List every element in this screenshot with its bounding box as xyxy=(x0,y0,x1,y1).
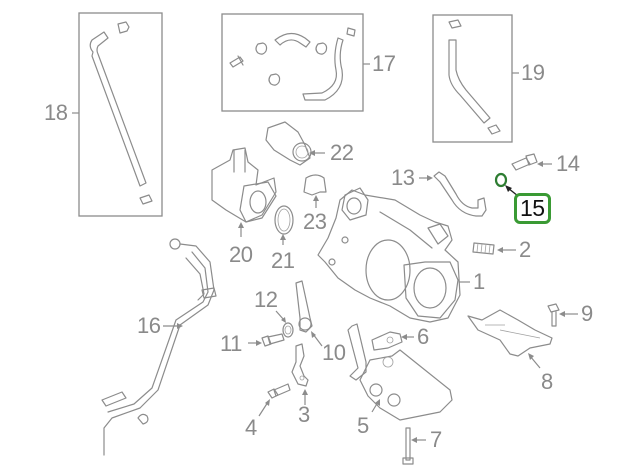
part-5-exhaust-manifold[interactable] xyxy=(347,323,453,421)
part-13-oil-feed-pipe[interactable] xyxy=(419,171,487,217)
callout-19[interactable]: 19 xyxy=(521,60,545,85)
callout-14[interactable]: 14 xyxy=(556,151,580,176)
callout-12[interactable]: 12 xyxy=(254,287,278,312)
callout-13[interactable]: 13 xyxy=(391,165,415,190)
part-2-stud[interactable] xyxy=(472,242,516,255)
callout-5[interactable]: 5 xyxy=(357,413,369,438)
part-6-gasket[interactable] xyxy=(371,331,414,351)
part-11-union-bolt[interactable] xyxy=(248,333,285,347)
part-3-bracket[interactable] xyxy=(291,343,309,405)
part-21-gasket-ring[interactable] xyxy=(274,205,294,245)
part-14-union-bolt[interactable] xyxy=(511,153,552,171)
callout-17[interactable]: 17 xyxy=(372,51,396,76)
callout-1[interactable]: 1 xyxy=(473,269,485,294)
callout-7[interactable]: 7 xyxy=(430,427,442,452)
part-15-o-ring[interactable] xyxy=(494,172,519,197)
callout-10[interactable]: 10 xyxy=(322,340,346,365)
part-8-heat-shield[interactable] xyxy=(467,309,553,369)
part-9-flange-bolt[interactable] xyxy=(547,303,578,327)
part-20-elbow-outlet[interactable] xyxy=(211,147,277,237)
callout-18[interactable]: 18 xyxy=(44,100,68,125)
part-7-long-bolt[interactable] xyxy=(402,427,426,465)
callout-20[interactable]: 20 xyxy=(229,242,253,267)
callout-4[interactable]: 4 xyxy=(245,415,257,440)
part-16-coolant-pipe[interactable] xyxy=(101,238,217,456)
callout-16[interactable]: 16 xyxy=(137,313,161,338)
part-12-washer[interactable] xyxy=(275,310,294,338)
part-1-turbocharger[interactable] xyxy=(317,187,470,323)
part-19-hose-group[interactable] xyxy=(432,14,519,143)
part-22-valve[interactable] xyxy=(265,121,325,166)
part-23-clamp[interactable] xyxy=(303,174,327,208)
part-18-hose-group[interactable] xyxy=(72,12,163,217)
callout-2[interactable]: 2 xyxy=(519,237,531,262)
part-10-oil-return-pipe[interactable] xyxy=(295,280,323,347)
callout-23[interactable]: 23 xyxy=(303,209,327,234)
callout-6[interactable]: 6 xyxy=(417,324,429,349)
part-4-bolt[interactable] xyxy=(258,383,291,417)
callout-22[interactable]: 22 xyxy=(330,140,354,165)
callout-15-highlighted[interactable]: 15 xyxy=(514,193,551,224)
callout-8[interactable]: 8 xyxy=(541,369,553,394)
part-17-hose-kit-group[interactable] xyxy=(221,13,370,112)
callout-9[interactable]: 9 xyxy=(581,301,593,326)
callout-21[interactable]: 21 xyxy=(271,248,295,273)
callout-11[interactable]: 11 xyxy=(220,331,242,356)
callout-3[interactable]: 3 xyxy=(298,402,310,427)
